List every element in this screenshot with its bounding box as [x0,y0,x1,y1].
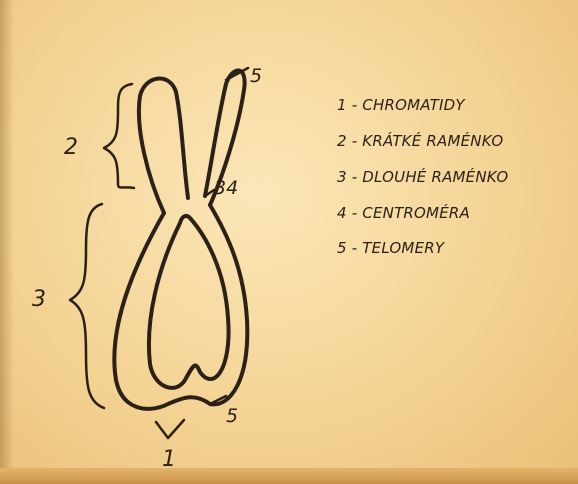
long-arm-brace [70,204,104,408]
centromere-number: 34 [214,177,238,199]
chromatids-number: 1 [162,447,176,472]
telomere-bottom-number: 5 [226,405,238,427]
long-arm-number: 3 [32,287,46,312]
legend-item: 3 - DLOUHÉ RAMÉNKO [337,167,508,186]
legend: 1 - CHROMATIDY 2 - KRÁTKÉ RAMÉNKO 3 - DL… [337,96,508,257]
chromatid-long-arm-inner [149,216,229,388]
chromatids-marker [156,420,184,438]
legend-item: 2 - KRÁTKÉ RAMÉNKO [337,131,503,150]
telomere-top-number: 5 [250,65,262,87]
short-arm-brace [104,84,134,188]
legend-item: 4 - CENTROMÉRA [337,203,470,222]
legend-item: 5 - TELOMERY [337,239,446,257]
short-arm-number: 2 [64,135,78,160]
chromatid-left-short-arm [139,79,188,213]
legend-item: 1 - CHROMATIDY [337,96,466,114]
